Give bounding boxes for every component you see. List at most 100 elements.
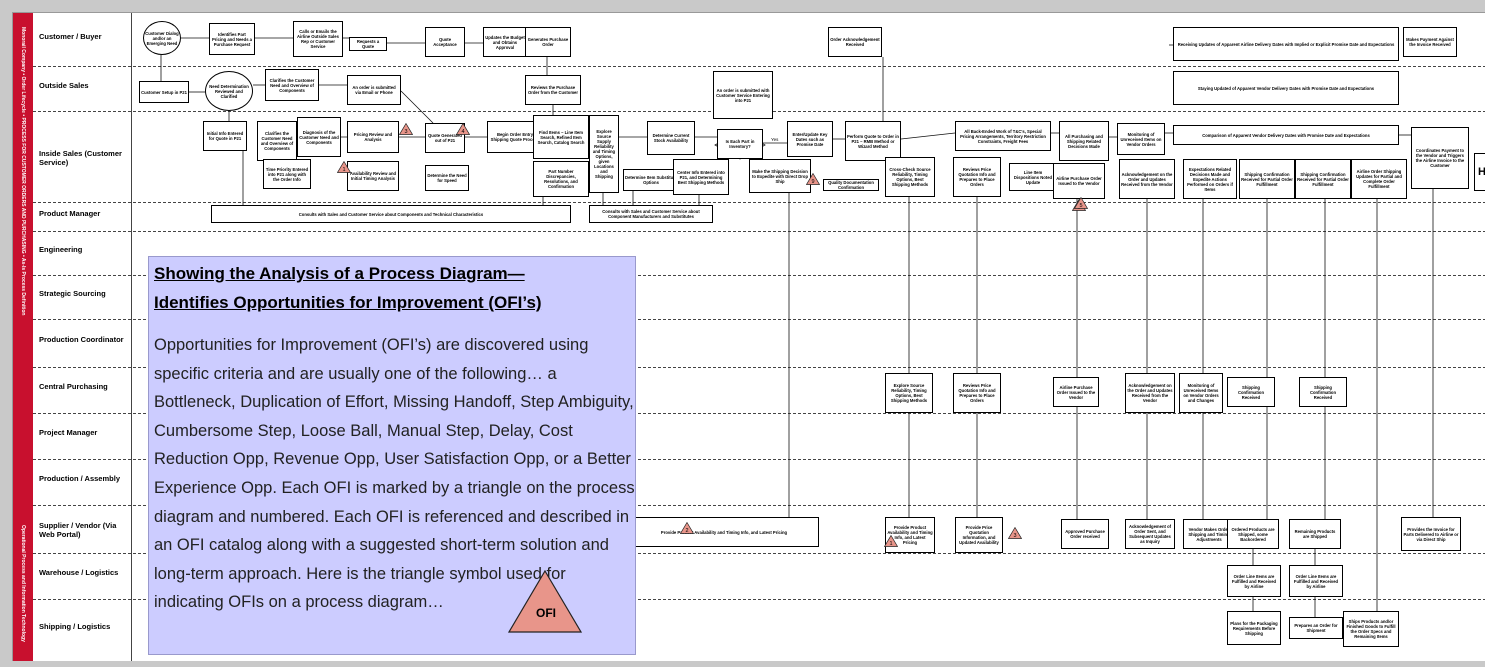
flow-label-yes: Yes	[771, 137, 779, 142]
process-step-box: Consults with Sales and Customer Service…	[589, 205, 713, 223]
process-step-box: Center Info Entered into P21, and Determ…	[673, 159, 729, 195]
diagram-sheet: Monorail Company • Order Lifecycle • PRO…	[12, 12, 1485, 661]
lane-11: Warehouse / Logistics	[33, 553, 1485, 600]
process-step-box: Make the Shipping Decision to Expedite w…	[749, 159, 811, 193]
lane-label: Project Manager	[39, 428, 98, 437]
lane-label: Strategic Sourcing	[39, 289, 106, 298]
lane-12: Shipping / Logistics	[33, 599, 1485, 661]
process-step-box: Coordinates Payment to the Vendor and Tr…	[1411, 127, 1469, 189]
process-step-box: Acknowledgement on the Order and Updates…	[1125, 373, 1175, 413]
lane-label: Production Coordinator	[39, 335, 124, 344]
process-step-box: Shipping Confirmation Received for Parti…	[1295, 159, 1351, 199]
process-step-box: Customer Dialog and/or an Emerging Need	[143, 21, 181, 55]
process-step-box: Clarifies the Customer Need and Overview…	[265, 69, 319, 101]
ofi-triangle-icon: 5	[1074, 197, 1088, 209]
process-step-box: Plans for the Packaging Requirements Bef…	[1227, 611, 1281, 645]
lane-0: Customer / Buyer	[33, 13, 1485, 67]
lane-7: Central Purchasing	[33, 367, 1485, 414]
lane-label: Production / Assembly	[39, 474, 120, 483]
process-step-box: Updates the Budget and Obtains Approval	[483, 27, 527, 57]
process-step-box: Monitoring of Unreceived Items on Vendor…	[1117, 123, 1165, 155]
process-step-box: Receiving Updates of Apparent Airline De…	[1173, 27, 1399, 61]
process-step-box: Reviews Price Quotation Info and Prepare…	[953, 373, 1001, 413]
connector-line	[400, 90, 434, 124]
lane-label: Central Purchasing	[39, 382, 108, 391]
lane-label: Product Manager	[39, 208, 101, 218]
ofi-number: 1	[889, 541, 892, 547]
process-step-box: An order is submitted via Email or Phone	[347, 75, 401, 105]
panel-title-line2: Identifies Opportunities for Improvement…	[154, 293, 542, 312]
lane-label: Inside Sales (Customer Service)	[39, 148, 122, 167]
ofi-triangle-icon: 3	[1008, 527, 1022, 539]
connector-line	[900, 132, 956, 140]
process-step-box: Comparison of Apparent Vendor Delivery D…	[1173, 125, 1399, 145]
process-step-box: Enter/Update Key Dates such as Promise D…	[787, 121, 833, 157]
process-step-box: Determine Item Substitute Options	[623, 169, 679, 191]
process-step-box: Approved Purchase Order received	[1061, 519, 1109, 549]
process-step-box: Is Each Part in Inventory?	[717, 129, 763, 159]
ofi-triangle-icon: 9	[806, 173, 820, 185]
process-step-box: Clarifies the Customer Need and Overview…	[257, 121, 297, 161]
side-title-bar: Monorail Company • Order Lifecycle • PRO…	[13, 13, 33, 661]
ofi-number: 3	[1013, 533, 1016, 539]
process-step-box: Ships Products and/or Finished Goods to …	[1343, 611, 1399, 647]
ofi-explanation-panel: Showing the Analysis of a Process Diagra…	[148, 256, 636, 655]
process-step-box: Pricing Review and Analysis	[347, 121, 399, 153]
process-step-box: Order Line Items are Fulfilled and Recei…	[1227, 565, 1281, 597]
process-step-box: Expectations Related Decisions Made and …	[1183, 159, 1237, 199]
process-step-box: Time Priority Entered into P21 along wit…	[263, 159, 311, 189]
process-step-box: All Back-Ended Work of T&C's, Special Pr…	[955, 121, 1051, 151]
ofi-triangle-icon	[508, 570, 582, 633]
ofi-triangle-icon: 2	[680, 522, 694, 534]
process-step-box: Provide Product Availability and Timing …	[885, 517, 935, 553]
process-step-box: Makes Payment Against the Invoice Receiv…	[1403, 27, 1457, 57]
process-step-box: Requests a Quote	[349, 37, 387, 51]
ofi-triangle-icon: 3	[399, 123, 413, 135]
ofi-triangle-icon: 1	[337, 161, 351, 173]
process-step-box: Ordered Products are Shipped, some Backo…	[1227, 519, 1279, 549]
lane-label: Customer / Buyer	[39, 31, 102, 41]
process-step-box: Provides the Invoice for Parts Delivered…	[1401, 517, 1461, 551]
lane-4: Engineering	[33, 231, 1485, 276]
process-step-box: Order Acknowledgement Received	[828, 27, 882, 57]
ofi-triangle-icon: 4	[456, 123, 470, 135]
process-step-box: Find Items – Line Item Search, Refined I…	[533, 115, 589, 159]
process-step-box: Reviews Price Quotation Info and Prepare…	[953, 157, 1001, 197]
process-step-box: Identifies Part Pricing and Needs a Purc…	[209, 23, 255, 55]
ofi-number: 5	[1079, 203, 1082, 209]
process-step-box: Remaining Products are Shipped	[1289, 519, 1341, 549]
process-step-box: Consults with Sales and Customer Service…	[211, 205, 571, 223]
lane-8: Project Manager	[33, 413, 1485, 460]
ofi-number: 2	[685, 528, 688, 534]
ofi-triangle-label: OFI	[536, 606, 556, 620]
process-step-box: Airline Purchase Order Issued to the Ven…	[1053, 377, 1099, 407]
process-step-box: Quote Acceptance	[425, 27, 465, 57]
process-step-box: An order is submitted with Customer Serv…	[713, 71, 773, 119]
process-step-box: Provide Price Quotation Information, and…	[955, 517, 1003, 553]
lane-5: Strategic Sourcing	[33, 275, 1485, 320]
ofi-number: 1	[342, 167, 345, 173]
process-step-box: Generates Purchase Order	[525, 27, 571, 57]
process-step-box: Determine the Need for Speed	[425, 165, 469, 191]
process-step-box: Perform Quote to Order in P21 – RMB Meth…	[845, 121, 901, 161]
process-step-box: Reviews the Purchase Order from the Cust…	[525, 75, 581, 105]
lane-10: Supplier / Vendor (Via Web Portal)	[33, 505, 1485, 554]
process-step-box: Quote Generated out of P21	[425, 123, 465, 153]
process-step-box: Line Item Dispositions Noted Update	[1009, 163, 1057, 191]
panel-title-line1: Showing the Analysis of a Process Diagra…	[154, 264, 525, 283]
lane-divider	[131, 13, 132, 661]
lane-label: Warehouse / Logistics	[39, 568, 119, 577]
lane-label: Shipping / Logistics	[39, 622, 111, 631]
lane-9: Production / Assembly	[33, 459, 1485, 506]
lane-6: Production Coordinator	[33, 319, 1485, 368]
ofi-number: 9	[811, 179, 814, 185]
process-step-box: Vendor Makes Order Shipping and Timing A…	[1183, 519, 1235, 549]
process-step-box: Shipping Confirmation Received	[1299, 377, 1347, 407]
process-step-box: Part Number Discrepancies, Resolutions, …	[533, 161, 589, 197]
lane-label: Supplier / Vendor (Via Web Portal)	[39, 521, 117, 539]
ofi-number: 4	[461, 129, 464, 135]
process-step-box: Diagnosis of the Customer Need and Compo…	[297, 117, 341, 157]
process-step-box: Airline Purchase Order Issued to the Ven…	[1053, 163, 1105, 199]
process-step-box: Acknowledgement of Order Sent, and Subse…	[1125, 519, 1175, 549]
process-step-box: Explore Source Reliability, Timing Optio…	[885, 373, 933, 413]
